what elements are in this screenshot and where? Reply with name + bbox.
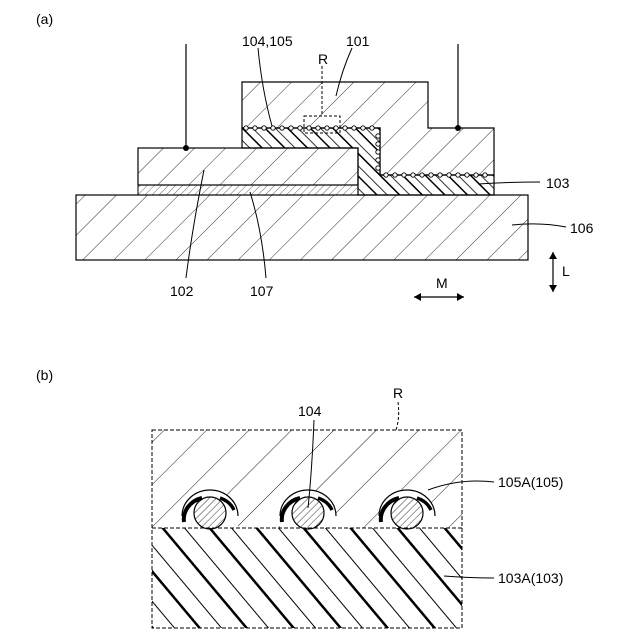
lead-left-dot [183, 145, 189, 151]
particle-104 [194, 497, 226, 529]
label-R-b: R [393, 385, 403, 401]
lead-right-dot [455, 125, 461, 131]
particle-104 [292, 497, 324, 529]
particle-104 [280, 126, 284, 130]
particle-104 [376, 158, 380, 162]
label-107: 107 [250, 283, 274, 299]
label-103: 103 [546, 175, 570, 191]
particle-104 [334, 126, 338, 130]
particle-104 [289, 126, 293, 130]
particle-104 [298, 126, 302, 130]
particle-104 [244, 126, 248, 130]
label-104-105: 104,105 [242, 33, 293, 49]
particle-104 [370, 126, 374, 130]
particle-104 [474, 173, 478, 177]
particle-104 [483, 173, 487, 177]
panel-b: (b) R 104 105A(105) 103A(103) [36, 367, 563, 628]
particle-104 [376, 134, 380, 138]
particle-104 [316, 126, 320, 130]
substrate-106 [76, 195, 528, 260]
particle-104 [402, 173, 406, 177]
label-R-a: R [318, 51, 328, 67]
particle-104 [429, 173, 433, 177]
label-104-b: 104 [298, 403, 322, 419]
direction-arrow-L [549, 252, 557, 292]
particle-104 [376, 150, 380, 154]
particle-104 [352, 126, 356, 130]
particle-104 [465, 173, 469, 177]
particle-104 [376, 142, 380, 146]
layer-103A [152, 528, 462, 628]
particle-104 [307, 126, 311, 130]
label-105A: 105A(105) [498, 474, 563, 490]
particle-104 [447, 173, 451, 177]
particle-104 [262, 126, 266, 130]
particle-104 [411, 173, 415, 177]
particle-104 [384, 173, 388, 177]
particle-104 [271, 126, 275, 130]
panel-b-label: (b) [36, 367, 53, 383]
block-102 [138, 148, 358, 185]
particle-104 [438, 173, 442, 177]
particle-104 [456, 173, 460, 177]
particle-104 [391, 497, 423, 529]
layer-107 [138, 185, 358, 195]
label-102: 102 [170, 283, 194, 299]
particle-104 [393, 173, 397, 177]
label-M: M [436, 275, 448, 291]
label-103A: 103A(103) [498, 570, 563, 586]
particle-104 [343, 126, 347, 130]
label-106: 106 [570, 220, 594, 236]
particle-104 [361, 126, 365, 130]
particle-104 [253, 126, 257, 130]
particle-104 [325, 126, 329, 130]
particle-104 [376, 166, 380, 170]
interface-scallops [182, 490, 435, 529]
panel-a-label: (a) [36, 11, 53, 27]
panel-a: (a) 104,105 101 R 103 106 [36, 11, 594, 301]
leader-R-b [396, 402, 399, 430]
label-L: L [562, 263, 570, 279]
direction-arrow-M [414, 293, 464, 301]
particle-104 [420, 173, 424, 177]
label-101: 101 [346, 33, 370, 49]
